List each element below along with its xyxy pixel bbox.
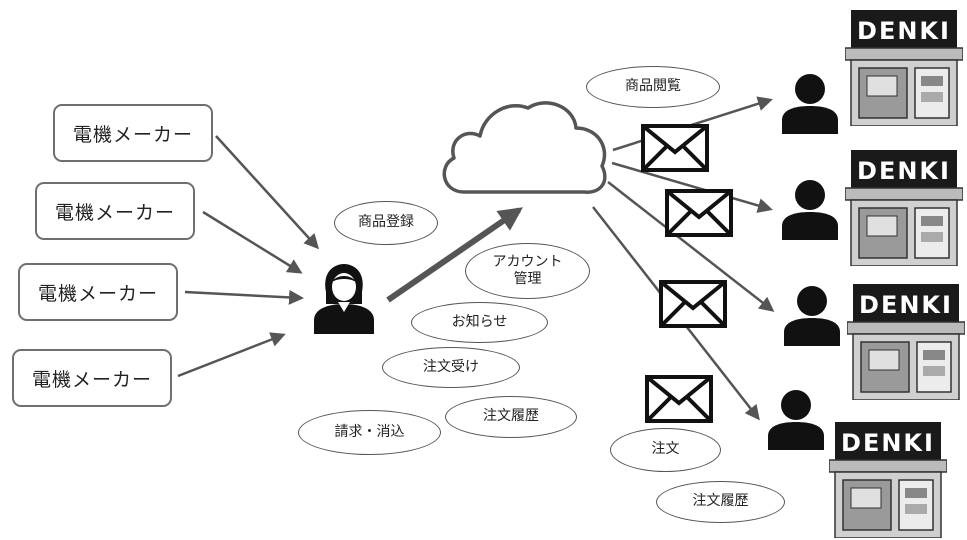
store-sign-text: DENKI xyxy=(857,17,951,45)
bubble-label-line2: 管理 xyxy=(513,271,542,287)
maker-label: 電機メーカー xyxy=(54,201,175,224)
envelope-icon xyxy=(641,124,709,172)
store-sign-text: DENKI xyxy=(841,429,935,457)
bubble-order: 注文 xyxy=(610,428,721,472)
bubble-product-browsing: 商品閲覧 xyxy=(586,66,720,108)
maker-box-4: 電機メーカー xyxy=(12,349,172,407)
bubble-product-registration: 商品登録 xyxy=(334,201,438,245)
electronics-store-icon: DENKI xyxy=(847,284,965,400)
bubble-account-management: アカウント管理 xyxy=(465,243,590,299)
electronics-store-icon: DENKI xyxy=(845,10,963,126)
bubble-notice: お知らせ xyxy=(411,302,548,343)
maker-box-1: 電機メーカー xyxy=(53,104,213,162)
bubble-label: お知らせ xyxy=(451,313,508,330)
maker-label: 電機メーカー xyxy=(72,123,193,146)
cloud-to-store3-arrow xyxy=(607,181,775,312)
maker-label: 電機メーカー xyxy=(37,282,158,305)
person-icon xyxy=(782,74,838,134)
electronics-store-icon: DENKI xyxy=(845,150,963,266)
cloud-icon xyxy=(442,101,607,194)
bubble-order-history-store: 注文履歴 xyxy=(656,481,785,523)
admin-to-cloud-arrow xyxy=(386,207,523,303)
maker-label: 電機メーカー xyxy=(31,368,152,391)
bubble-label-line1: アカウント xyxy=(492,253,563,270)
bubble-order-history-admin: 注文履歴 xyxy=(445,396,577,438)
person-icon xyxy=(782,180,838,240)
bubble-label: 注文 xyxy=(651,441,680,458)
electronics-store-icon: DENKI xyxy=(829,422,947,538)
envelope-icon xyxy=(659,280,727,328)
maker-box-2: 電機メーカー xyxy=(35,182,195,240)
cloud-to-store2-arrow xyxy=(611,161,773,213)
person-icon xyxy=(784,286,840,346)
maker2-arrow xyxy=(202,210,303,274)
bubble-billing: 請求・消込 xyxy=(298,410,441,455)
maker-box-3: 電機メーカー xyxy=(18,263,178,321)
store-sign-text: DENKI xyxy=(859,291,953,319)
maker1-arrow xyxy=(215,135,320,250)
envelope-icon xyxy=(665,189,733,237)
person-icon xyxy=(768,390,824,450)
bubble-label: 注文履歴 xyxy=(483,408,539,425)
bubble-label: 注文履歴 xyxy=(692,493,749,510)
bubble-label: 商品閲覧 xyxy=(625,78,681,95)
bubble-label: 請求・消込 xyxy=(334,423,405,440)
envelope-icon xyxy=(645,375,713,423)
bubble-label: 注文受け xyxy=(423,358,479,375)
woman-user-icon xyxy=(314,264,374,334)
bubble-label: アカウント管理 xyxy=(493,254,563,289)
maker3-arrow xyxy=(184,289,304,305)
store-sign-text: DENKI xyxy=(857,157,951,185)
bubble-label: 商品登録 xyxy=(358,214,414,231)
bubble-order-receiving: 注文受け xyxy=(382,347,520,388)
maker4-arrow xyxy=(177,332,286,378)
